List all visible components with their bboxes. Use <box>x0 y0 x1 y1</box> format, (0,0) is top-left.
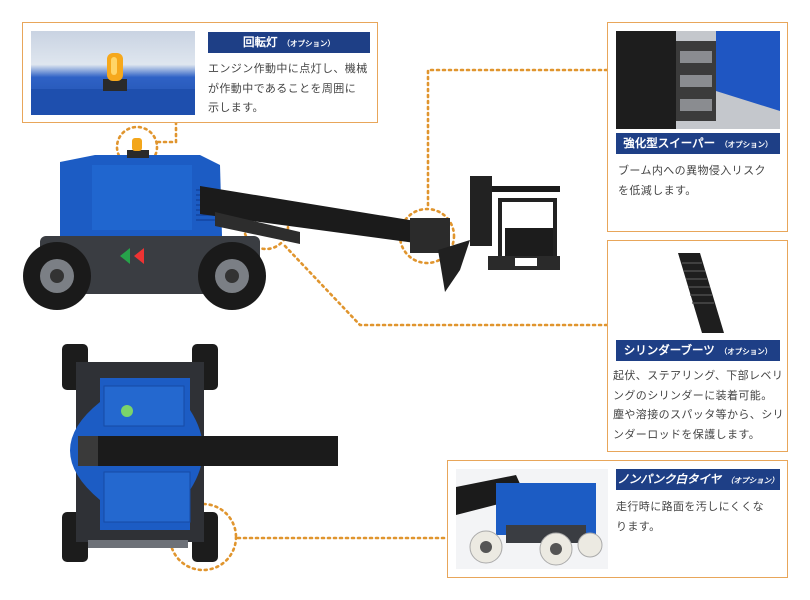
tire-desc: 走行時に路面を汚しにくくな ります。 <box>616 500 764 533</box>
boots-option: （オプション） <box>719 347 773 356</box>
tire-title: ノンパンク白タイヤ <box>617 472 722 486</box>
sweeper-icon <box>616 31 780 129</box>
tire-title-tag: ノンパンク白タイヤ （オプション） <box>616 469 780 490</box>
callout-tire: ノンパンク白タイヤ （オプション） 走行時に路面を汚しにくくな ります。 <box>447 460 788 578</box>
boots-desc: 起伏、ステアリング、下部レベリ ングのシリンダーに装着可能。 塵や溶接のスパッタ… <box>613 369 784 441</box>
white-tire-icon <box>456 475 603 566</box>
sweeper-photo <box>616 31 780 129</box>
beacon-title: 回転灯 <box>243 35 278 49</box>
sweeper-option: （オプション） <box>720 140 773 149</box>
beacon-title-tag: 回転灯 （オプション） <box>208 32 370 53</box>
sweeper-title-tag: 強化型スイーパー （オプション） <box>616 133 780 154</box>
callout-boots: シリンダーブーツ （オプション） 起伏、ステアリング、下部レベリ ングのシリンダー… <box>607 240 788 452</box>
rear-wheel <box>198 242 266 310</box>
boots-title-tag: シリンダーブーツ （オプション） <box>616 340 780 361</box>
leader-sweeper <box>426 68 609 207</box>
boots-title: シリンダーブーツ <box>623 343 715 357</box>
tire-photo <box>456 469 608 569</box>
beacon-desc: エンジン作動中に点灯し、機械 が作動中であることを周囲に 示します。 <box>208 62 368 114</box>
leader-beacon <box>154 120 178 144</box>
leader-boots <box>283 244 609 327</box>
callout-sweeper: 強化型スイーパー （オプション） ブーム内への異物侵入リスク を低減します。 <box>607 22 788 232</box>
tire-option: （オプション） <box>726 476 779 485</box>
callout-beacon: 回転灯 （オプション） エンジン作動中に点灯し、機械 が作動中であることを周囲に … <box>22 22 378 123</box>
beacon-photo <box>31 31 195 115</box>
top-boom <box>78 436 338 466</box>
cylinder-boot-icon <box>678 253 724 333</box>
sweeper-title: 強化型スイーパー <box>623 136 716 150</box>
beacon-option: （オプション） <box>282 39 336 48</box>
boots-photo <box>616 249 780 335</box>
front-wheel <box>23 242 91 310</box>
sweeper-desc: ブーム内への異物侵入リスク を低減します。 <box>618 164 766 197</box>
beacon-icon <box>31 53 195 115</box>
